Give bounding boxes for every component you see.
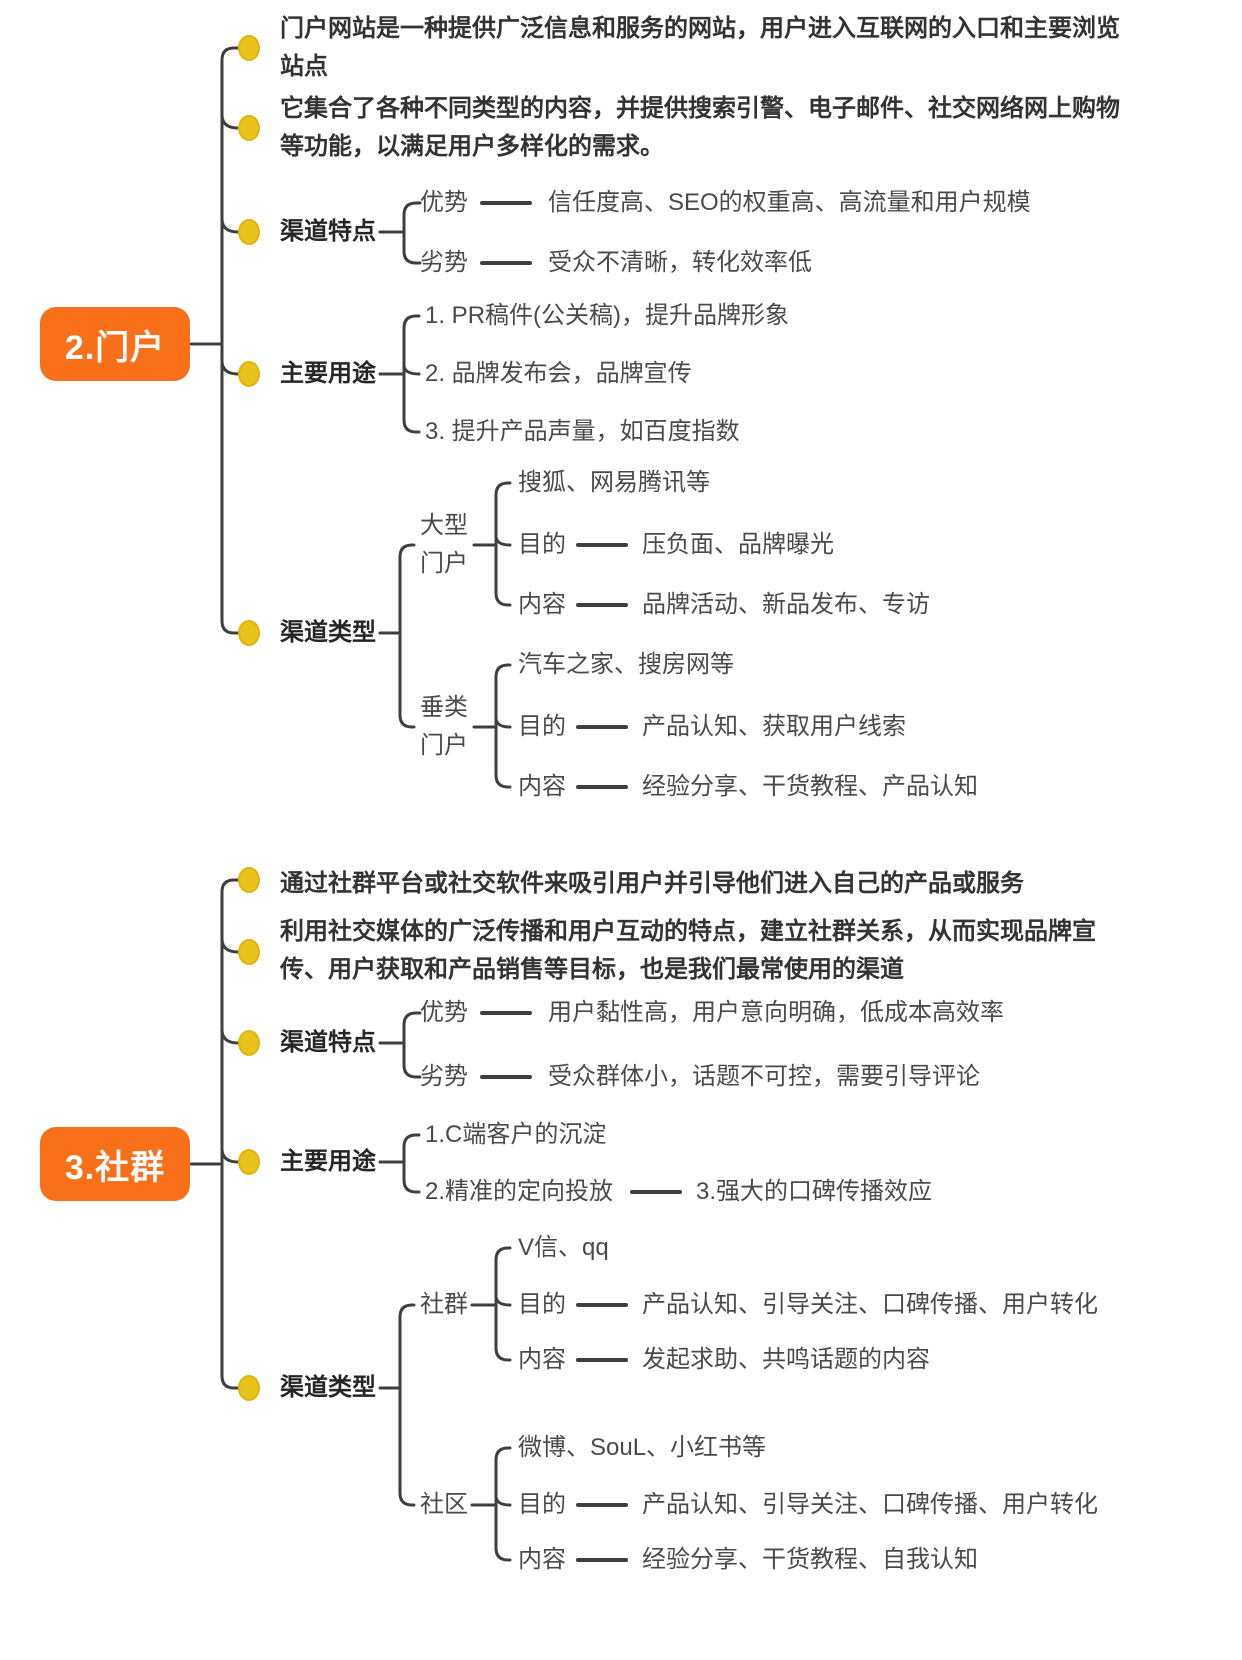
community-features-label[interactable]: 渠道特点 [280,1029,376,1056]
node-marker-icon [238,620,260,646]
community-intro1-node[interactable]: 通过社群平台或社交软件来吸引用户并引导他们进入自己的产品或服务 [280,870,1024,897]
node-marker-icon [238,1375,260,1401]
community-cons-label[interactable]: 劣势 [420,1063,468,1090]
portal-pros-text[interactable]: 信任度高、SEO的权重高、高流量和用户规模 [548,189,1031,216]
community-intro2-node[interactable]: 利用社交媒体的广泛传播和用户互动的特点，建立社群关系，从而实现品牌宣传、用户获取… [280,918,1096,983]
portal-large-content-text[interactable]: 品牌活动、新品发布、专访 [642,591,930,618]
portal-intro2-node[interactable]: 它集合了各种不同类型的内容，并提供搜索引警、电子邮件、社交网络网上购物等功能，以… [280,95,1120,160]
community-community-content-text[interactable]: 经验分享、干货教程、自我认知 [642,1546,978,1573]
portal-types-label[interactable]: 渠道类型 [280,619,376,646]
portal-use-item[interactable]: 3. 提升产品声量，如百度指数 [425,418,740,445]
community-use-item[interactable]: 3.强大的口碑传播效应 [696,1178,933,1205]
community-use-item[interactable]: 1.C端客户的沉淀 [425,1121,607,1148]
portal-vertical-content-label[interactable]: 内容 [518,773,566,800]
portal-uses-label[interactable]: 主要用途 [280,360,376,387]
portal-root-node[interactable]: 2.门户 [40,307,190,381]
portal-cons-label[interactable]: 劣势 [420,249,468,276]
community-use-item[interactable]: 2.精准的定向投放 [425,1178,614,1205]
community-group-label[interactable]: 社群 [420,1291,468,1318]
portal-cons-text[interactable]: 受众不清晰，转化效率低 [548,249,812,276]
node-marker-icon [238,867,260,893]
portal-intro1-node[interactable]: 门户网站是一种提供广泛信息和服务的网站，用户进入互联网的入口和主要浏览站点 [280,15,1120,80]
community-pros-text[interactable]: 用户黏性高，用户意向明确，低成本高效率 [548,999,1004,1026]
portal-large-purpose-label[interactable]: 目的 [518,531,566,558]
community-community-label[interactable]: 社区 [420,1491,468,1518]
node-marker-icon [238,35,260,61]
node-marker-icon [238,219,260,245]
node-marker-icon [238,1149,260,1175]
node-marker-icon [238,115,260,141]
portal-vertical-examples[interactable]: 汽车之家、搜房网等 [518,651,734,678]
community-group-content-label[interactable]: 内容 [518,1346,566,1373]
portal-large-portal-label[interactable]: 大型门户 [420,512,468,577]
community-group-examples[interactable]: V信、qq [518,1234,609,1261]
portal-vertical-purpose-text[interactable]: 产品认知、获取用户线索 [642,713,906,740]
portal-features-label[interactable]: 渠道特点 [280,218,376,245]
node-marker-icon [238,1030,260,1056]
community-cons-text[interactable]: 受众群体小，话题不可控，需要引导评论 [548,1063,980,1090]
portal-pros-label[interactable]: 优势 [420,189,468,216]
community-group-purpose-text[interactable]: 产品认知、引导关注、口碑传播、用户转化 [642,1291,1098,1318]
portal-vertical-purpose-label[interactable]: 目的 [518,713,566,740]
community-types-label[interactable]: 渠道类型 [280,1374,376,1401]
portal-vertical-content-text[interactable]: 经验分享、干货教程、产品认知 [642,773,978,800]
community-root-node[interactable]: 3.社群 [40,1127,190,1201]
community-pros-label[interactable]: 优势 [420,999,468,1026]
portal-use-item[interactable]: 1. PR稿件(公关稿)，提升品牌形象 [425,302,790,329]
portal-vertical-portal-label[interactable]: 垂类门户 [420,694,468,759]
node-marker-icon [238,361,260,387]
community-community-content-label[interactable]: 内容 [518,1546,566,1573]
portal-use-item[interactable]: 2. 品牌发布会，品牌宣传 [425,360,692,387]
portal-large-purpose-text[interactable]: 压负面、品牌曝光 [642,531,834,558]
portal-large-examples[interactable]: 搜狐、网易腾讯等 [518,469,710,496]
community-group-purpose-label[interactable]: 目的 [518,1291,566,1318]
community-uses-label[interactable]: 主要用途 [280,1148,376,1175]
node-marker-icon [238,939,260,965]
community-community-purpose-label[interactable]: 目的 [518,1491,566,1518]
community-group-content-text[interactable]: 发起求助、共鸣话题的内容 [642,1346,930,1373]
portal-large-content-label[interactable]: 内容 [518,591,566,618]
community-community-examples[interactable]: 微博、SouL、小红书等 [518,1434,767,1461]
community-community-purpose-text[interactable]: 产品认知、引导关注、口碑传播、用户转化 [642,1491,1098,1518]
